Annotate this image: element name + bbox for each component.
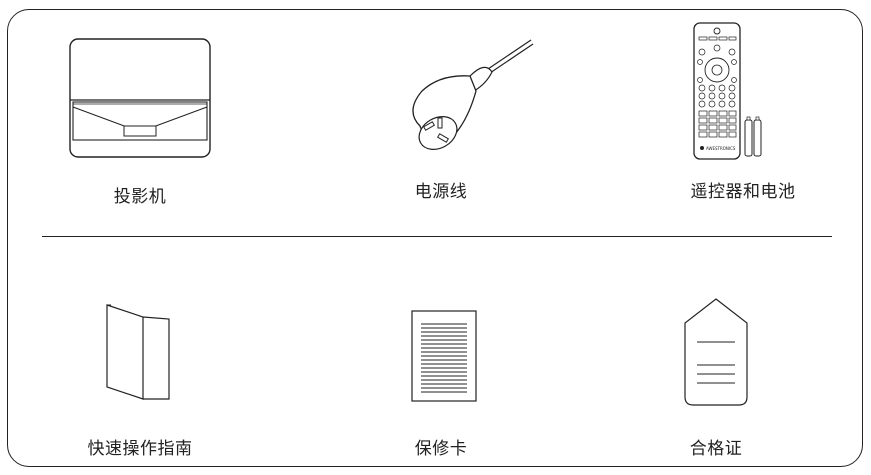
package-contents-frame <box>7 9 863 467</box>
quick-guide-label: 快速操作指南 <box>87 439 193 459</box>
projector-icon <box>69 38 211 158</box>
section-divider <box>42 236 832 237</box>
certificate-tag-icon <box>684 298 748 406</box>
warranty-label: 保修卡 <box>414 439 468 459</box>
power-cord-icon <box>412 39 534 150</box>
certificate-label: 合格证 <box>689 439 743 459</box>
warranty-card-icon <box>411 310 477 402</box>
remote-brand-text: AWESTRONICS <box>706 146 736 151</box>
quick-guide-booklet-icon <box>106 304 170 400</box>
projector-label: 投影机 <box>113 187 167 207</box>
remote-control-icon: AWESTRONICS <box>693 22 762 160</box>
remote-label: 遥控器和电池 <box>690 182 796 202</box>
power-cord-label: 电源线 <box>414 182 468 202</box>
